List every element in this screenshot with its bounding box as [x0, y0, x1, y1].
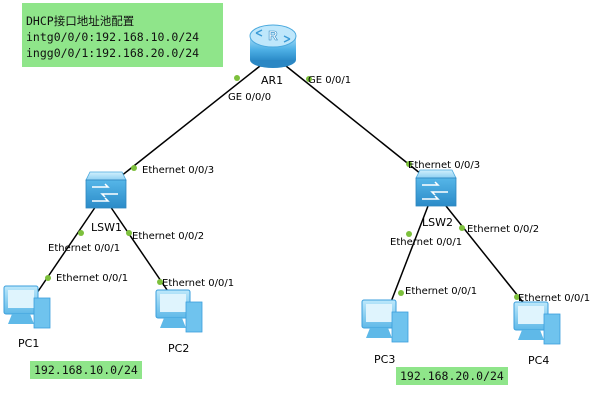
note-line-1: intg0/0/0:192.168.10.0/24	[26, 30, 200, 44]
subnet-label-right: 192.168.20.0/24	[396, 367, 508, 385]
note-line-2: ingg0/0/1:192.168.20.0/24	[26, 46, 200, 60]
port-label-pc4-e1: Ethernet 0/0/1	[518, 293, 591, 304]
router-icon[interactable]: R	[249, 24, 297, 68]
pc-icon[interactable]	[155, 289, 203, 333]
dhcp-config-note: DHCP接口地址池配置 intg0/0/0:192.168.10.0/24 in…	[22, 3, 223, 67]
port-label-pc3-e1: Ethernet 0/0/1	[405, 286, 478, 297]
pc-icon[interactable]	[3, 285, 51, 329]
pc-icon[interactable]	[513, 301, 561, 345]
port-label-lsw1-e2: Ethernet 0/0/2	[132, 231, 205, 242]
device-label-pc2: PC2	[168, 342, 190, 355]
note-title: DHCP接口地址池配置	[26, 14, 135, 28]
port-label-pc1-e1: Ethernet 0/0/1	[56, 273, 129, 284]
switch-icon[interactable]	[85, 171, 127, 209]
port-label-lsw2-e1: Ethernet 0/0/1	[390, 237, 463, 248]
pc-icon[interactable]	[361, 299, 409, 343]
switch-icon[interactable]	[415, 169, 457, 207]
device-label-lsw2: LSW2	[422, 216, 453, 229]
subnet-label-left: 192.168.10.0/24	[30, 361, 142, 379]
device-label-lsw1: LSW1	[91, 221, 122, 234]
port-label-pc2-e1: Ethernet 0/0/1	[162, 278, 235, 289]
port-label-ar1-ge001: GE 0/0/1	[308, 75, 352, 86]
link-lsw1-pc2	[109, 205, 179, 307]
device-label-ar1: AR1	[261, 74, 284, 87]
device-label-pc1: PC1	[18, 337, 40, 350]
port-label-lsw2-e2: Ethernet 0/0/2	[467, 224, 540, 235]
device-label-pc3: PC3	[374, 353, 396, 366]
port-label-lsw2-e3: Ethernet 0/0/3	[408, 160, 481, 171]
port-label-ar1-ge000: GE 0/0/0	[228, 92, 272, 103]
svg-text:R: R	[268, 28, 278, 43]
port-label-lsw1-e3: Ethernet 0/0/3	[142, 165, 215, 176]
device-label-pc4: PC4	[528, 354, 550, 367]
port-dots	[45, 75, 520, 300]
port-label-lsw1-e1: Ethernet 0/0/1	[48, 243, 121, 254]
